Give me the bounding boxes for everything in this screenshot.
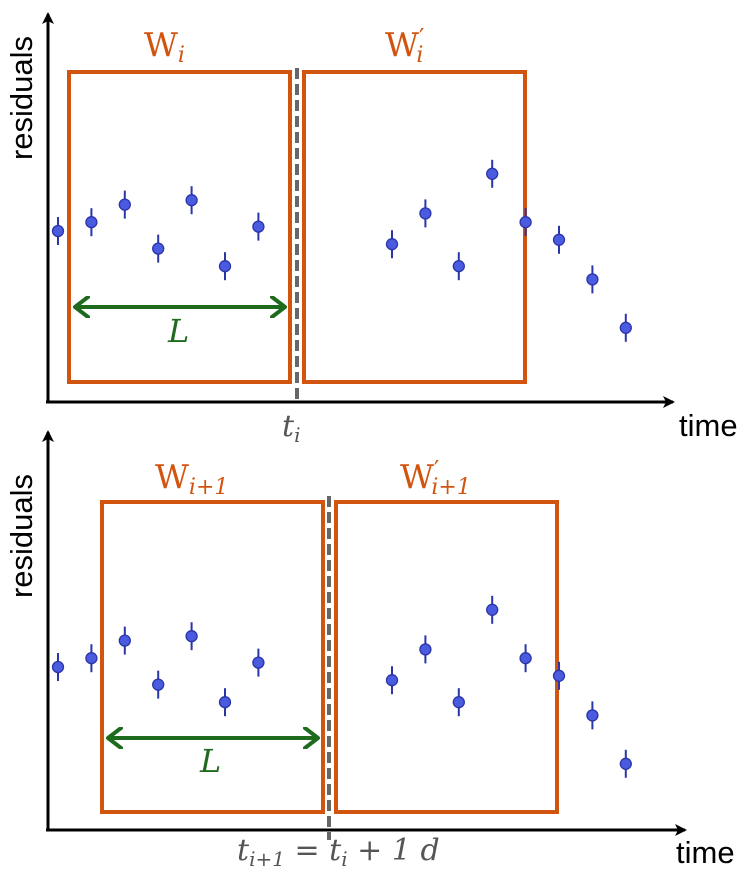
point-marker bbox=[486, 603, 499, 616]
time-marker-label: ti bbox=[282, 409, 300, 447]
y-axis-label: residuals bbox=[4, 474, 39, 598]
point-marker bbox=[619, 757, 632, 770]
x-axis-label: time bbox=[679, 408, 738, 443]
point-marker bbox=[218, 260, 232, 273]
point-marker bbox=[519, 652, 532, 665]
window-right-label: W′i bbox=[385, 24, 424, 68]
data-point bbox=[118, 190, 131, 219]
data-point bbox=[586, 265, 599, 294]
window-right bbox=[302, 70, 527, 384]
data-point bbox=[619, 313, 632, 342]
length-label: L bbox=[167, 312, 189, 350]
data-point bbox=[218, 688, 232, 717]
window-left bbox=[67, 70, 292, 384]
point-marker bbox=[552, 233, 566, 246]
data-point bbox=[519, 208, 532, 237]
window-right-label: W′i+1 bbox=[400, 456, 471, 500]
data-points bbox=[51, 595, 632, 778]
point-marker bbox=[85, 216, 98, 229]
point-marker bbox=[619, 321, 632, 334]
data-point bbox=[218, 252, 232, 281]
data-point bbox=[619, 749, 632, 778]
point-marker bbox=[419, 643, 432, 656]
point-marker bbox=[118, 198, 131, 211]
point-marker bbox=[385, 238, 399, 251]
point-marker bbox=[51, 224, 65, 238]
data-point bbox=[385, 666, 399, 695]
panel-top: residuals time Wi W′i L ti bbox=[4, 12, 738, 447]
window-left bbox=[100, 500, 325, 814]
point-marker bbox=[419, 207, 432, 220]
point-marker bbox=[552, 669, 566, 682]
data-point bbox=[419, 635, 432, 664]
data-point bbox=[152, 234, 165, 263]
data-point bbox=[152, 670, 165, 699]
window-right bbox=[334, 500, 559, 814]
point-marker bbox=[185, 630, 198, 643]
data-point bbox=[519, 644, 532, 673]
data-point bbox=[552, 225, 566, 254]
point-marker bbox=[152, 678, 165, 691]
data-point bbox=[486, 159, 499, 188]
data-point bbox=[385, 230, 399, 259]
point-marker bbox=[586, 709, 599, 722]
point-marker bbox=[218, 696, 232, 709]
data-point bbox=[185, 186, 198, 215]
point-marker bbox=[185, 194, 198, 207]
point-marker bbox=[118, 634, 131, 647]
data-point bbox=[486, 595, 499, 624]
point-marker bbox=[85, 652, 98, 665]
length-label: L bbox=[199, 742, 221, 780]
y-axis-label: residuals bbox=[4, 36, 39, 160]
data-point bbox=[452, 252, 465, 281]
point-marker bbox=[385, 674, 399, 687]
data-point bbox=[51, 653, 65, 681]
point-marker bbox=[51, 660, 65, 674]
data-point bbox=[252, 648, 265, 677]
data-point bbox=[85, 644, 98, 673]
data-point bbox=[51, 217, 65, 245]
point-marker bbox=[452, 696, 465, 709]
point-marker bbox=[519, 216, 532, 229]
data-point bbox=[118, 626, 131, 655]
point-marker bbox=[252, 656, 265, 669]
data-point bbox=[586, 701, 599, 730]
time-marker-label: ti+1 = ti + 1 d bbox=[237, 833, 440, 871]
data-points bbox=[51, 159, 632, 342]
point-marker bbox=[452, 260, 465, 273]
data-point bbox=[85, 208, 98, 237]
window-left-label: Wi+1 bbox=[155, 457, 228, 500]
x-axis-label: time bbox=[676, 835, 735, 870]
data-point bbox=[552, 661, 566, 690]
data-point bbox=[252, 212, 265, 241]
panel-bottom: residuals time Wi+1 W′i+1 L ti+1 = ti + … bbox=[4, 430, 735, 871]
point-marker bbox=[586, 273, 599, 286]
point-marker bbox=[252, 220, 265, 233]
point-marker bbox=[486, 167, 499, 180]
data-point bbox=[185, 622, 198, 651]
point-marker bbox=[152, 242, 165, 255]
window-left-label: Wi bbox=[144, 25, 185, 68]
data-point bbox=[452, 688, 465, 717]
data-point bbox=[419, 199, 432, 228]
